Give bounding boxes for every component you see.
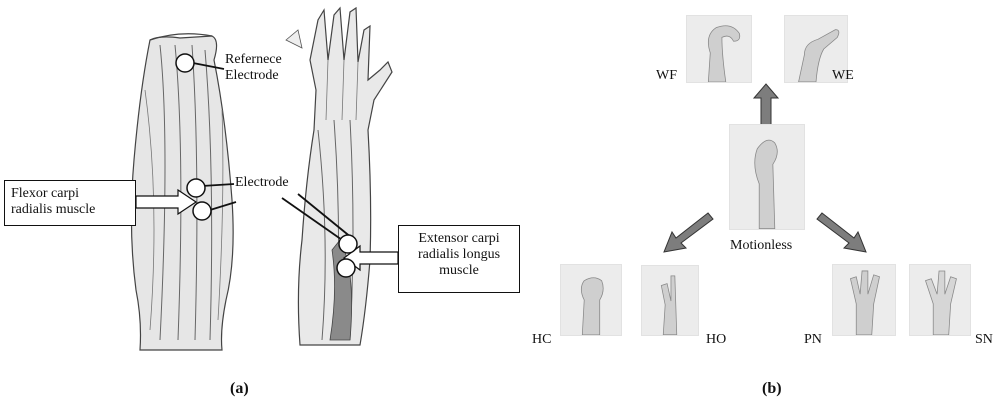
extensor-electrode-2	[337, 259, 355, 277]
hand-close-photo	[560, 264, 622, 336]
hand-open-icon	[642, 266, 698, 335]
flexor-label-line1: Flexor carpi	[11, 186, 129, 202]
label-pn: PN	[804, 332, 822, 348]
extensor-electrode-1	[339, 235, 357, 253]
flexor-electrode-1	[187, 179, 205, 197]
label-hc: HC	[532, 332, 551, 348]
label-sn: SN	[975, 332, 993, 348]
supination-photo	[909, 264, 971, 336]
label-we: WE	[832, 68, 854, 84]
pronation-photo	[832, 264, 896, 336]
motionless-photo	[729, 124, 805, 230]
panel-b-caption: (b)	[762, 380, 782, 398]
reference-label-line1: Refernece	[225, 52, 282, 68]
posterior-forearm-drawing	[286, 8, 392, 345]
label-ho: HO	[706, 332, 726, 348]
reference-electrode-label: Refernece Electrode	[225, 52, 282, 84]
arrow-down-right	[817, 213, 866, 252]
extensor-muscle-box: Extensor carpi radialis longus muscle	[398, 225, 520, 293]
panel-a-caption: (a)	[230, 380, 249, 398]
extensor-label-line1: Extensor carpi	[405, 231, 513, 247]
supination-hand-icon	[910, 265, 970, 335]
wrist-flexion-hand-icon	[687, 16, 751, 82]
arrow-up	[754, 84, 778, 128]
hand-open-photo	[641, 265, 699, 336]
reference-label-line2: Electrode	[225, 68, 282, 84]
extensor-label-line3: muscle	[405, 263, 513, 279]
flexor-muscle-box: Flexor carpi radialis muscle	[4, 180, 136, 226]
wrist-flexion-photo	[686, 15, 752, 83]
reference-electrode	[176, 54, 194, 72]
hand-close-fist-icon	[561, 265, 621, 335]
electrode-label: Electrode	[235, 175, 289, 191]
extensor-label-line2: radialis longus	[405, 247, 513, 263]
flexor-label-line2: radialis muscle	[11, 202, 129, 218]
arrow-down-left	[664, 213, 713, 252]
label-wf: WF	[656, 68, 677, 84]
flexor-electrode-2	[193, 202, 211, 220]
anterior-forearm-drawing	[131, 34, 233, 350]
pronation-hand-icon	[833, 265, 895, 335]
label-motionless: Motionless	[730, 238, 792, 254]
motionless-hand-icon	[730, 125, 804, 229]
